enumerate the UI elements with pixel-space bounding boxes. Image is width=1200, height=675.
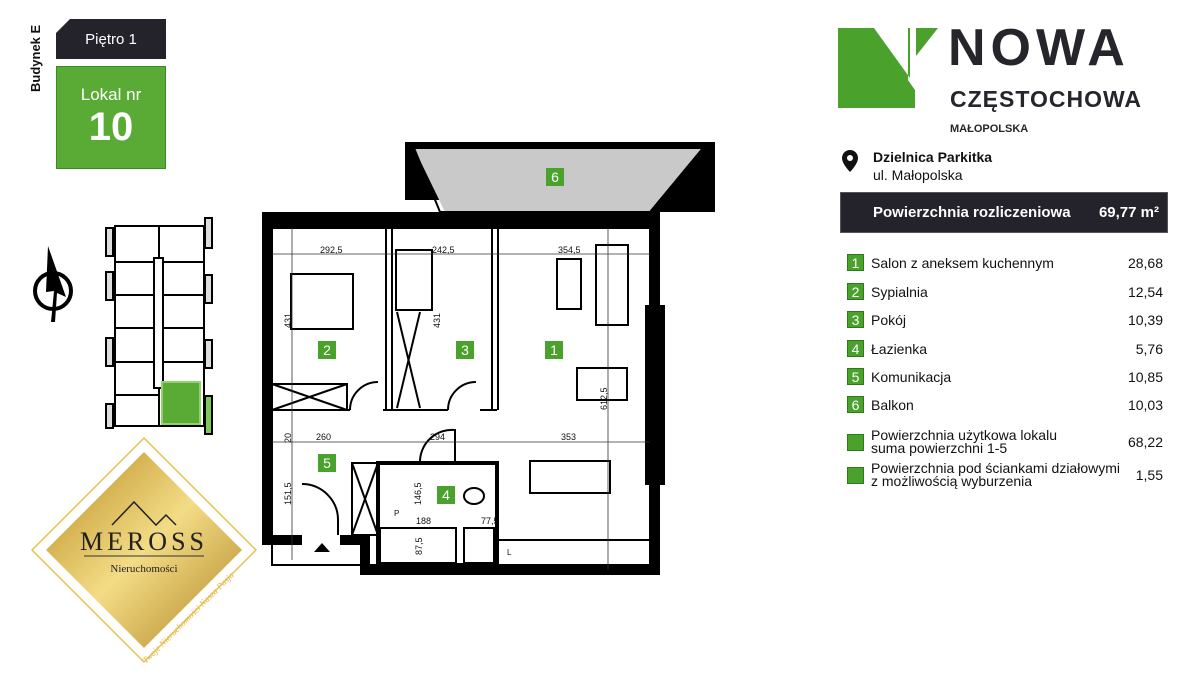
location-pin-icon xyxy=(842,150,858,172)
room-number: 1 xyxy=(847,254,864,271)
unit-badge: Lokal nr 10 xyxy=(56,66,166,169)
room-number: 6 xyxy=(847,396,864,413)
unit-label: Lokal nr xyxy=(80,85,142,104)
dim-label: 353 xyxy=(561,432,576,442)
room-row: 6 Balkon 10,03 xyxy=(847,396,1163,413)
dim-label: 354,5 xyxy=(558,245,581,255)
dim-label: 188 xyxy=(416,516,431,526)
room-marker-2: 2 xyxy=(323,342,331,358)
district: Dzielnica Parkitka xyxy=(873,149,993,165)
room-row: 2 Sypialnia 12,54 xyxy=(847,283,1163,300)
room-row: 1 Salon z aneksem kuchennym 28,68 xyxy=(847,254,1163,271)
room-area: 5,76 xyxy=(1135,340,1163,357)
total-value: 68,22 xyxy=(1127,434,1163,450)
room-area: 12,54 xyxy=(1127,283,1163,300)
total-label: Powierzchnia pod ściankami działowymi xyxy=(871,460,1120,476)
unit-number: 10 xyxy=(88,105,134,149)
floor-badge: Piętro 1 xyxy=(56,19,166,59)
room-number: 4 xyxy=(847,340,864,357)
street: ul. Małopolska xyxy=(873,167,963,183)
entrance-arrow-icon xyxy=(314,543,330,552)
dim-label: 151,5 xyxy=(283,482,293,505)
room-name: Komunikacja xyxy=(871,368,952,385)
meross-watermark: MEROSS Nieruchomości Twoje Nieruchomości… xyxy=(30,436,258,665)
brand-logo-icon xyxy=(838,28,938,108)
dim-label: 77,5 xyxy=(481,516,499,526)
room-area: 10,85 xyxy=(1127,368,1163,385)
total-sublabel: suma powierzchni 1-5 xyxy=(871,440,1008,456)
house-icon xyxy=(111,500,177,527)
room-name: Pokój xyxy=(871,311,907,328)
room-name: Balkon xyxy=(871,396,914,413)
dim-label: 431 xyxy=(432,313,442,328)
room-name: Łazienka xyxy=(871,340,928,357)
room-marker-3: 3 xyxy=(461,342,469,358)
legend-square xyxy=(847,466,864,484)
dim-label: 292,5 xyxy=(320,245,343,255)
legend-square xyxy=(847,433,864,451)
room-marker-5: 5 xyxy=(323,455,331,471)
dim-label: 431 xyxy=(283,313,293,328)
brand-city: CZĘSTOCHOWA xyxy=(950,86,1143,112)
total-label: Powierzchnia użytkowa lokalu xyxy=(871,427,1057,443)
room-area: 28,68 xyxy=(1127,254,1163,271)
room-number: 5 xyxy=(847,368,864,385)
dim-label: 242,5 xyxy=(432,245,455,255)
billing-area-bar: Powierzchnia rozliczeniowa 69,77 m² xyxy=(840,192,1168,233)
room-number: 2 xyxy=(847,283,864,300)
billing-area-value: 69,77 m² xyxy=(1098,204,1159,221)
dim-label: 87,5 xyxy=(414,537,424,555)
room-marker-4: 4 xyxy=(442,487,450,503)
building-key-plan xyxy=(105,217,213,435)
watermark-name: MEROSS xyxy=(80,527,208,556)
dim-label: 20 xyxy=(283,433,293,443)
dimension-lines xyxy=(272,228,650,570)
room-number: 3 xyxy=(847,311,864,328)
room-name: Salon z aneksem kuchennym xyxy=(871,254,1054,271)
dim-label: 146,5 xyxy=(413,482,423,505)
room-name: Sypialnia xyxy=(871,283,928,300)
room-markers: 6 1 2 3 4 5 xyxy=(318,168,564,504)
billing-area-label: Powierzchnia rozliczeniowa xyxy=(873,204,1071,221)
total-value: 1,55 xyxy=(1135,467,1163,483)
brand-region: MAŁOPOLSKA xyxy=(950,123,1029,135)
fixture-mark: L xyxy=(507,548,512,557)
room-marker-1: 1 xyxy=(550,342,558,358)
watermark-sub: Nieruchomości xyxy=(110,563,177,575)
room-row: 5 Komunikacja 10,85 xyxy=(847,368,1163,385)
dimension-labels: 292,5 242,5 354,5 431 431 612,5 260 294 … xyxy=(283,245,609,557)
floor-plan: 292,5 242,5 354,5 431 431 612,5 260 294 … xyxy=(33,142,715,575)
partitions xyxy=(271,227,651,567)
room-marker-6: 6 xyxy=(551,169,559,185)
room-area: 10,03 xyxy=(1127,396,1163,413)
room-area: 10,39 xyxy=(1127,311,1163,328)
north-arrow-icon xyxy=(33,246,73,322)
total-sublabel: z możliwością wyburzenia xyxy=(871,473,1033,489)
fixture-mark: P xyxy=(394,509,399,518)
brand-name: NOWA xyxy=(948,19,1130,77)
dim-label: 260 xyxy=(316,432,331,442)
dim-label: 294 xyxy=(430,432,445,442)
room-row: 4 Łazienka 5,76 xyxy=(847,340,1163,357)
room-row: 3 Pokój 10,39 xyxy=(847,311,1163,328)
dim-label: 612,5 xyxy=(599,387,609,410)
